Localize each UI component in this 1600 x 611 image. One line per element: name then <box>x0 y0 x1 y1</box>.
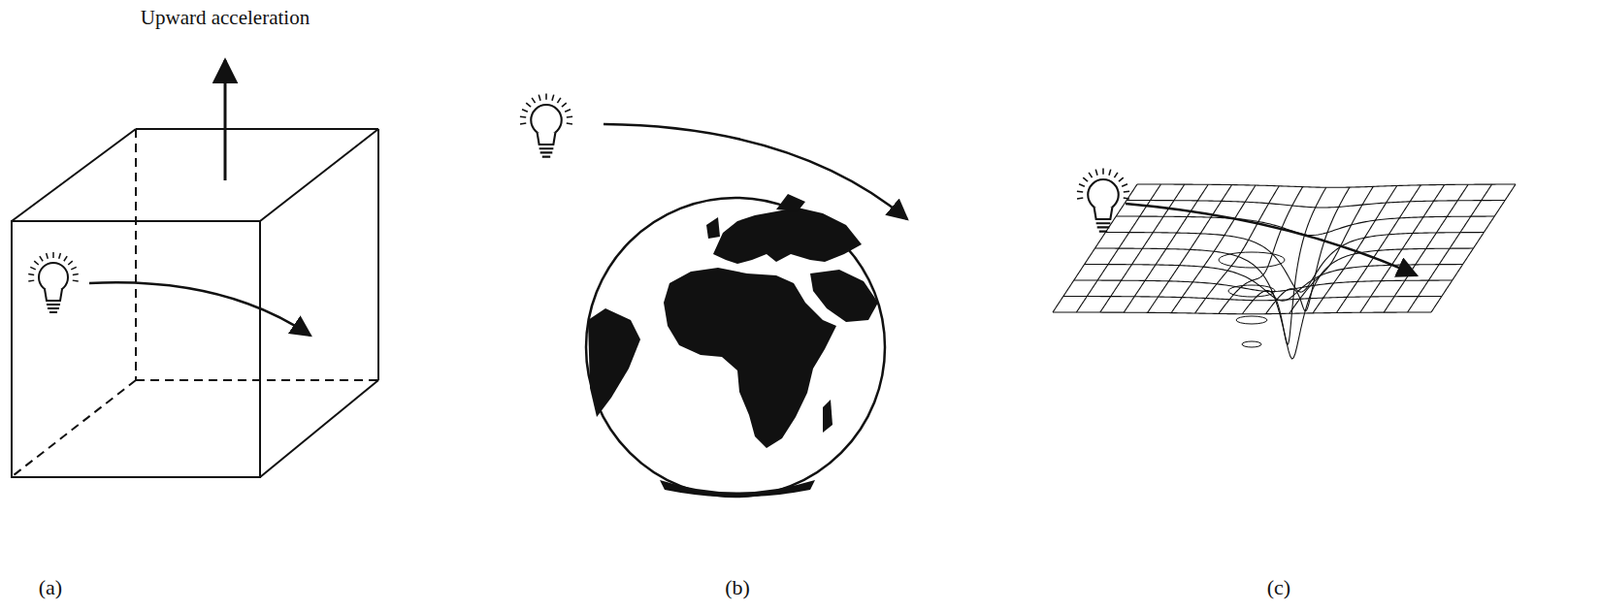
light-path <box>89 282 311 336</box>
grid-line <box>1137 184 1516 188</box>
grid-line <box>1052 312 1432 315</box>
grid-line <box>1312 185 1398 313</box>
acceleration-arrow <box>224 60 228 181</box>
panel-label: (a) <box>38 575 63 601</box>
grid-line <box>1266 187 1350 315</box>
light-bulbs <box>28 94 1130 314</box>
earth <box>586 194 885 498</box>
light-bulb <box>1077 168 1130 232</box>
funnel-ring <box>1236 316 1268 325</box>
grid-line <box>1105 232 1484 294</box>
accelerating-box <box>11 129 379 478</box>
funnel-ring <box>1228 285 1275 297</box>
light-bulb <box>520 94 573 158</box>
arrow-label: Upward acceleration <box>140 5 310 31</box>
light-bulb <box>28 252 79 313</box>
panel-label: (b) <box>724 575 751 601</box>
funnel-ring <box>1241 341 1262 348</box>
grid-line <box>1115 216 1495 236</box>
grid-line <box>1289 186 1374 314</box>
grid-line <box>1095 248 1474 360</box>
curved-spacetime-grid <box>1052 184 1516 360</box>
panel-label: (c) <box>1267 575 1291 601</box>
funnel-ring <box>1218 252 1285 268</box>
light-path <box>603 124 908 220</box>
grid-line <box>1126 199 1505 208</box>
light-path <box>1125 203 1417 276</box>
